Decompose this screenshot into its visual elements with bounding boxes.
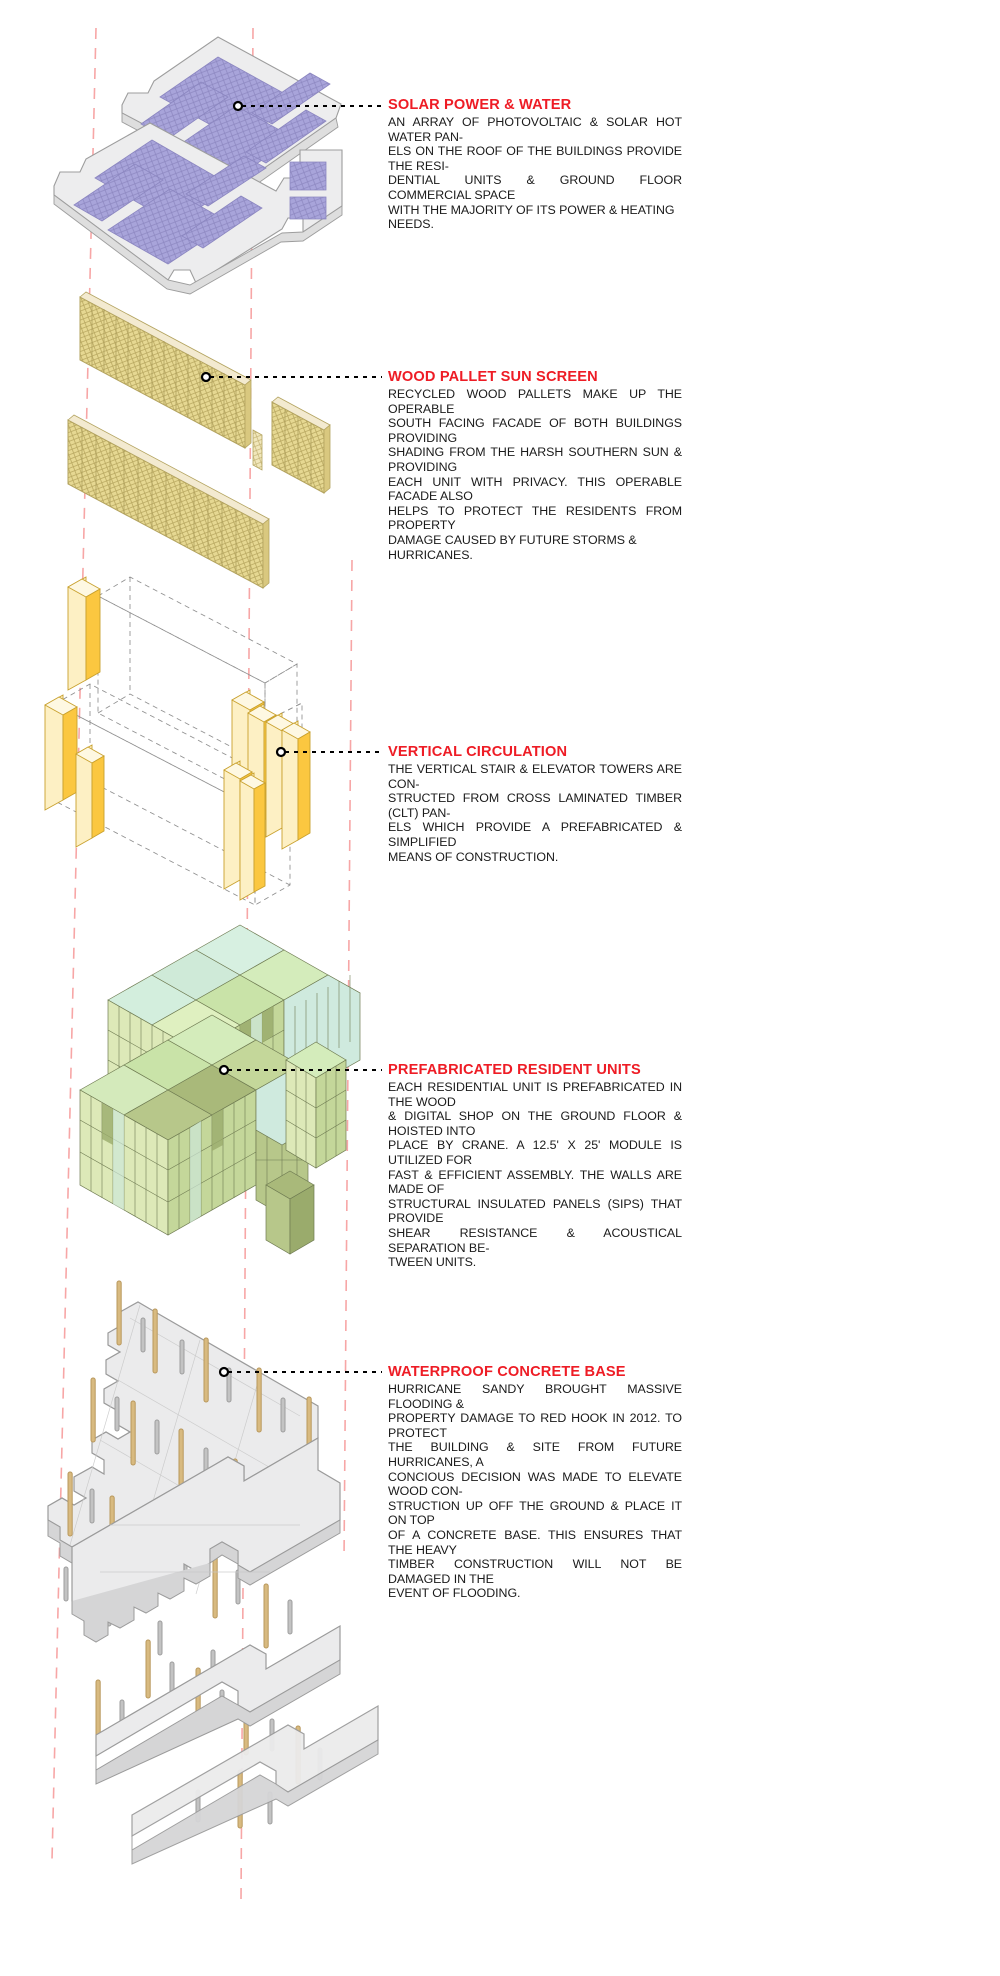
callout-line: ELS WHICH PROVIDE A PREFABRICATED & SIMP… [388, 820, 682, 849]
callout-line: TWEEN UNITS. [388, 1255, 477, 1270]
leader-anchor-circulation [275, 746, 287, 758]
callout-body-screen: RECYCLED WOOD PALLETS MAKE UP THE OPERAB… [388, 387, 682, 562]
callout-line: SHEAR RESISTANCE & ACOUSTICAL SEPARATION… [388, 1225, 682, 1255]
unit-block-detached [285, 1041, 347, 1169]
callout-line: AN ARRAY OF PHOTOVOLTAIC & SOLAR HOT WAT… [388, 115, 682, 144]
callout-line: DENTIAL UNITS & GROUND FLOOR COMMERCIAL … [388, 173, 682, 202]
callout-title-solar: SOLAR POWER & WATER [388, 97, 572, 113]
callout-line: HELPS TO PROTECT THE RESIDENTS FROM PROP… [388, 503, 682, 533]
callout-line: PLACE BY CRANE. A 12.5' X 25' MODULE IS … [388, 1138, 682, 1167]
callout-line: STRUCTION UP OFF THE GROUND & PLACE IT O… [388, 1498, 682, 1528]
leader-anchor-solar [232, 100, 244, 112]
clt-panel-middle-left [44, 694, 78, 811]
leader-anchor-base [218, 1366, 230, 1378]
callout-wood-pallet-sun-screen: WOOD PALLET SUN SCREEN RECYCLED WOOD PAL… [388, 369, 682, 562]
callout-title-base: WATERPROOF CONCRETE BASE [388, 1364, 626, 1380]
callout-title-screen: WOOD PALLET SUN SCREEN [388, 369, 598, 385]
callout-line: EVENT OF FLOODING. [388, 1586, 521, 1601]
callout-line: WITH THE MAJORITY OF ITS POWER & HEATING… [388, 202, 675, 232]
callout-vertical-circulation: VERTICAL CIRCULATION THE VERTICAL STAIR … [388, 744, 682, 864]
callout-solar-power-water: SOLAR POWER & WATER AN ARRAY OF PHOTOVOL… [388, 97, 682, 232]
sun-screen-layer [67, 291, 331, 589]
callout-line: RECYCLED WOOD PALLETS MAKE UP THE OPERAB… [388, 387, 682, 416]
pallet-screen-upper [79, 291, 252, 449]
callout-line: THE VERTICAL STAIR & ELEVATOR TOWERS ARE… [388, 762, 682, 791]
callout-line: THE BUILDING & SITE FROM FUTURE HURRICAN… [388, 1440, 682, 1469]
pallet-screen-detached [271, 396, 331, 494]
pv-array-upper [140, 56, 331, 181]
leader-lines [200, 100, 382, 1378]
circulation-layer [44, 576, 311, 906]
unit-bar-lower [79, 1014, 327, 1236]
solar-roof-layer [53, 36, 343, 295]
base-layer [47, 1280, 379, 1865]
callout-line: SHADING FROM THE HARSH SOUTHERN SUN & PR… [388, 445, 682, 474]
callout-body-solar: AN ARRAY OF PHOTOVOLTAIC & SOLAR HOT WAT… [388, 115, 682, 232]
leader-anchor-units [218, 1064, 230, 1076]
callout-body-circulation: THE VERTICAL STAIR & ELEVATOR TOWERS ARE… [388, 762, 682, 864]
pallet-screen-lower [67, 414, 270, 589]
callout-line: SOUTH FACING FACADE OF BOTH BUILDINGS PR… [388, 416, 682, 445]
callout-prefabricated-resident-units: PREFABRICATED RESIDENT UNITS EACH RESIDE… [388, 1062, 682, 1270]
callout-line: CONCIOUS DECISION WAS MADE TO ELEVATE WO… [388, 1469, 682, 1499]
solar-roof-plate-lower [53, 122, 343, 295]
callout-line: STRUCTED FROM CROSS LAMINATED TIMBER (CL… [388, 791, 682, 820]
callout-body-units: EACH RESIDENTIAL UNIT IS PREFABRICATED I… [388, 1080, 682, 1270]
pv-array-lower [73, 139, 327, 265]
callout-line: PROPERTY DAMAGE TO RED HOOK IN 2012. TO … [388, 1411, 682, 1440]
clt-panel-upper [67, 576, 101, 691]
callout-line: EACH UNIT WITH PRIVACY. THIS OPERABLE FA… [388, 474, 682, 504]
pallet-screen-fragment [252, 429, 263, 471]
leader-anchor-screen [200, 371, 212, 383]
callout-line: DAMAGE CAUSED BY FUTURE STORMS & HURRICA… [388, 532, 637, 562]
clt-panel-lower-left [75, 744, 105, 848]
callout-line: TIMBER CONSTRUCTION WILL NOT BE DAMAGED … [388, 1557, 682, 1586]
unit-layer [79, 924, 361, 1255]
clt-tower-cluster-lower [223, 760, 266, 901]
callout-line: HURRICANE SANDY BROUGHT MASSIVE FLOODING… [388, 1382, 682, 1411]
callout-line: EACH RESIDENTIAL UNIT IS PREFABRICATED I… [388, 1080, 682, 1109]
callout-line: & DIGITAL SHOP ON THE GROUND FLOOR & HOI… [388, 1109, 682, 1138]
callout-title-units: PREFABRICATED RESIDENT UNITS [388, 1062, 641, 1078]
callout-line: OF A CONCRETE BASE. THIS ENSURES THAT TH… [388, 1527, 682, 1557]
callout-line: STRUCTURAL INSULATED PANELS (SIPS) THAT … [388, 1196, 682, 1226]
callout-line: ELS ON THE ROOF OF THE BUILDINGS PROVIDE… [388, 144, 682, 173]
callout-line: MEANS OF CONSTRUCTION. [388, 849, 559, 864]
callout-waterproof-concrete-base: WATERPROOF CONCRETE BASE HURRICANE SANDY… [388, 1364, 682, 1601]
unit-block-small [265, 1170, 315, 1255]
callout-title-circulation: VERTICAL CIRCULATION [388, 744, 568, 760]
callout-line: FAST & EFFICIENT ASSEMBLY. THE WALLS ARE… [388, 1167, 682, 1197]
callout-body-base: HURRICANE SANDY BROUGHT MASSIVE FLOODING… [388, 1382, 682, 1601]
